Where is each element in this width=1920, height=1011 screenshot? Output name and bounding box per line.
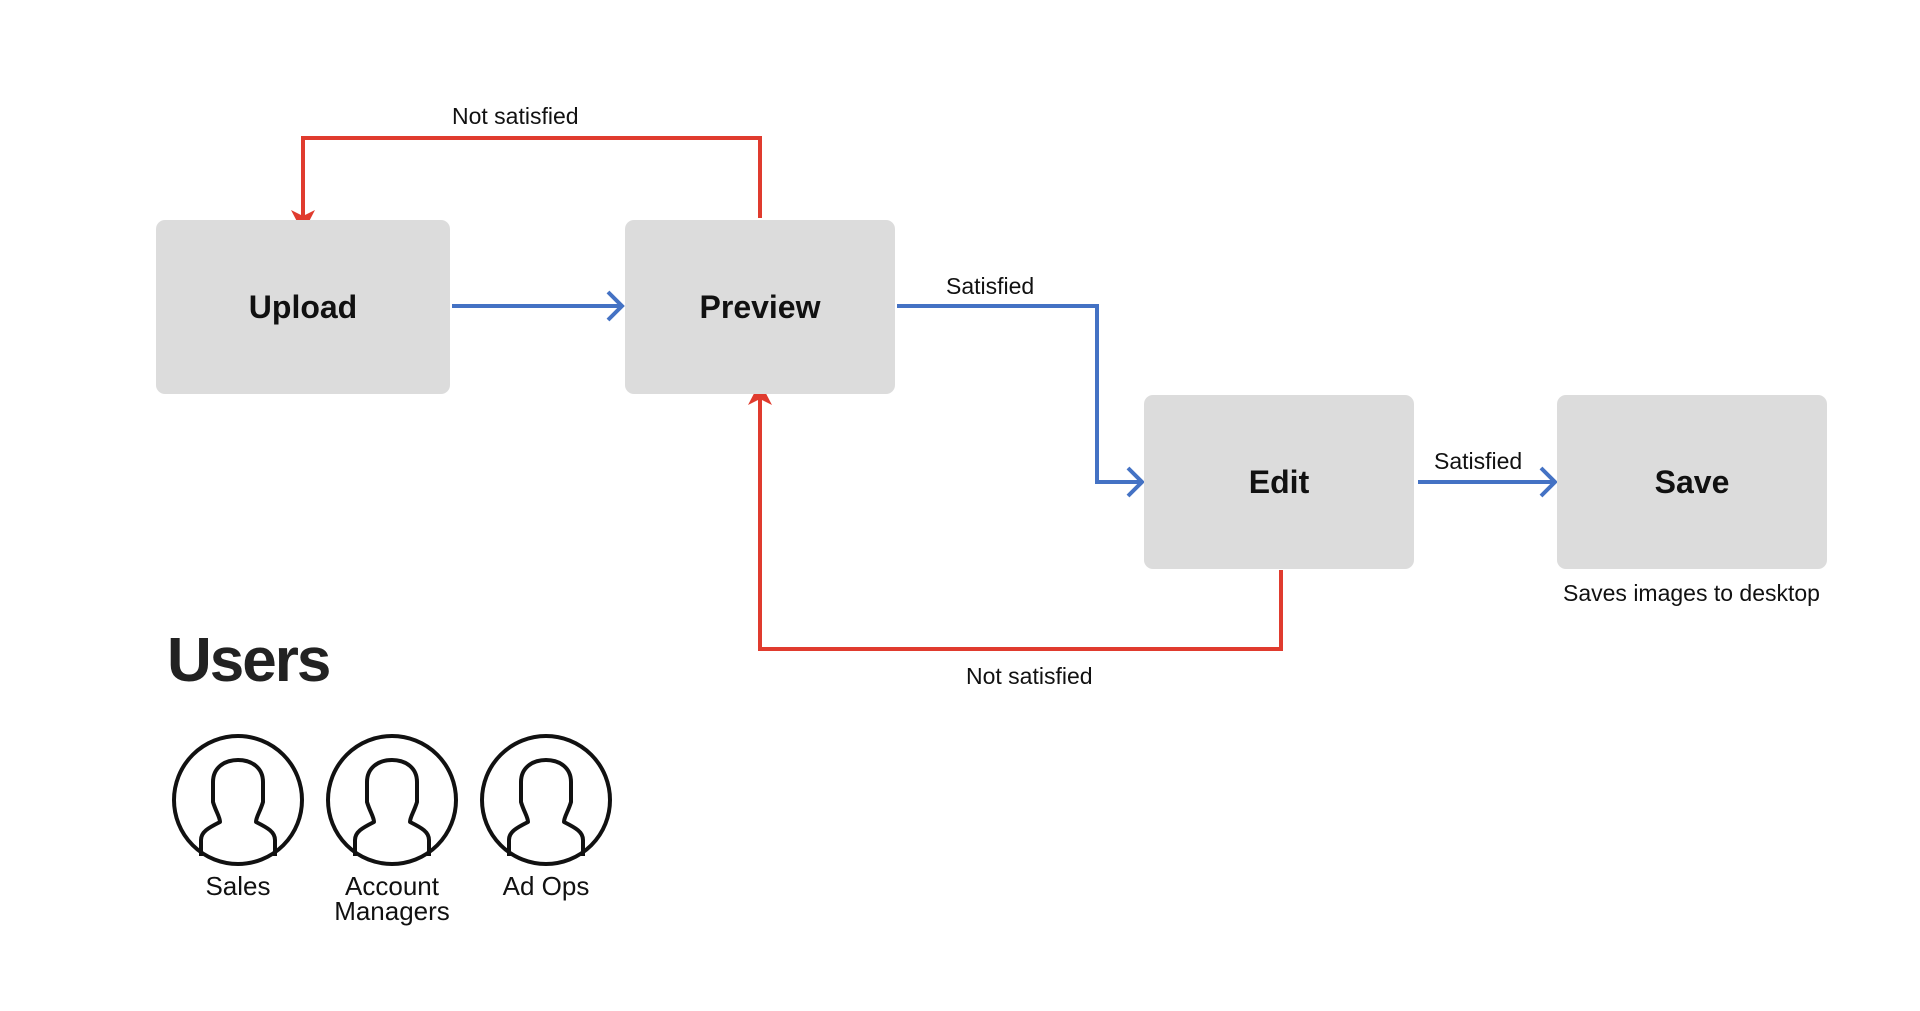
edit-step: Edit (1144, 395, 1414, 569)
user-sales: Sales (163, 732, 313, 899)
save-step-label: Save (1654, 463, 1730, 500)
user-label-sales: Sales (205, 871, 271, 901)
preview-step-label: Preview (699, 288, 821, 325)
user-avatar-icon (480, 734, 612, 866)
edge-label-satisfied-edit-save: Satisfied (1434, 448, 1523, 474)
edge-label-satisfied-preview-edit: Satisfied (946, 273, 1035, 299)
user-account-managers: Account Managers (317, 732, 467, 924)
upload-step-label: Upload (248, 288, 358, 325)
arrow-preview-to-edit (897, 304, 1140, 484)
user-label-account-managers: Account Managers (334, 871, 450, 926)
edit-step-label: Edit (1248, 463, 1310, 500)
user-avatar-icon (172, 734, 304, 866)
preview-step: Preview (625, 220, 895, 394)
save-note: Saves images to desktop (1563, 580, 1820, 606)
arrowhead-save (1539, 466, 1558, 498)
user-ad-ops: Ad Ops (471, 732, 621, 899)
arrowhead-edit (1126, 466, 1145, 498)
upload-step: Upload (156, 220, 450, 394)
edge-label-not-satisfied-bottom: Not satisfied (966, 663, 1093, 689)
edge-label-not-satisfied-top: Not satisfied (452, 103, 579, 129)
arrowhead-preview-left (606, 290, 625, 322)
user-label-ad-ops: Ad Ops (502, 871, 590, 901)
users-title: Users (167, 626, 331, 695)
user-avatar-icon (326, 734, 458, 866)
arrow-preview-to-upload (301, 136, 762, 220)
save-step: Save (1557, 395, 1827, 569)
arrow-edit-to-preview (758, 396, 1283, 651)
